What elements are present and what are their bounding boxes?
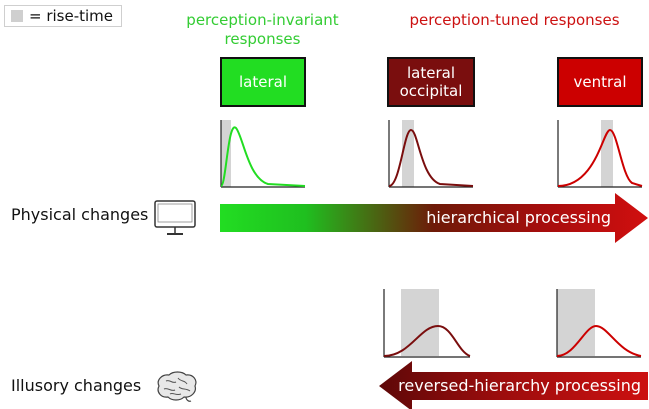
response-curve [556, 324, 642, 357]
region-box-ventral: ventral [557, 57, 643, 107]
response-curve [557, 128, 643, 187]
response-curve [220, 126, 306, 187]
rise-time-shade [401, 289, 439, 356]
legend: = rise-time [4, 5, 122, 27]
rise-time-shade [402, 120, 414, 187]
plot-lateral-occipital [388, 120, 474, 188]
region-label-lateral-occipital: lateral occipital [399, 64, 463, 100]
reversed-hierarchy-processing-label: reversed-hierarchy processing [398, 376, 641, 395]
region-label-lateral: lateral [239, 73, 287, 91]
region-box-lateral: lateral [220, 57, 306, 107]
response-curve [383, 324, 471, 357]
region-label-ventral: ventral [573, 73, 627, 91]
rise-time-shade [221, 120, 231, 187]
plot-lateral [220, 120, 306, 188]
illusory-changes-label: Illusory changes [11, 376, 142, 395]
response-curve [388, 128, 474, 187]
tuned-group-title: perception-tuned responses [409, 11, 620, 29]
monitor-icon [154, 200, 196, 235]
invariant-group-title: perception-invariant responses [186, 11, 339, 48]
plot-illusory-ventral [556, 289, 642, 358]
legend-swatch [11, 10, 23, 22]
reversed-hierarchy-processing-arrow [379, 361, 648, 409]
region-box-lateral-occipital: lateral occipital [387, 57, 475, 107]
plot-ventral [557, 120, 643, 188]
rise-time-shade [601, 120, 613, 187]
hierarchical-processing-label: hierarchical processing [426, 208, 611, 227]
plot-illusory-lateral-occipital [383, 289, 471, 358]
legend-label: = rise-time [29, 7, 114, 25]
brain-icon [157, 371, 197, 402]
hierarchical-processing-arrow [220, 193, 648, 243]
physical-changes-label: Physical changes [11, 205, 149, 224]
